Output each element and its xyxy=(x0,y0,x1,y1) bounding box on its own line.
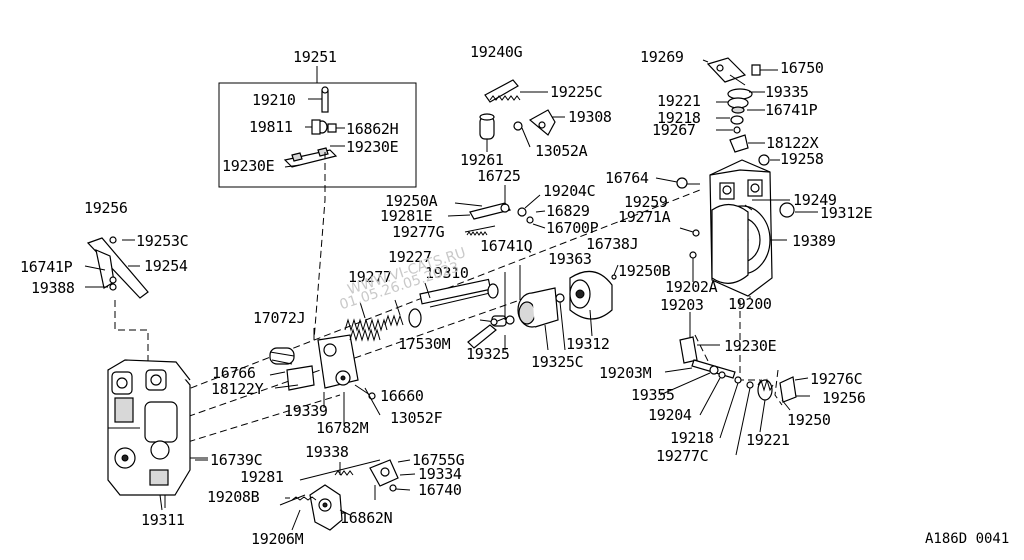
label-19389: 19389 xyxy=(792,232,836,250)
label-19200: 19200 xyxy=(728,295,772,313)
label-19204C: 19204C xyxy=(543,182,596,200)
part-19240G-assembly xyxy=(479,79,565,152)
label-19254: 19254 xyxy=(144,257,188,275)
label-13052A: 13052A xyxy=(535,142,588,160)
label-19256-b: 19256 xyxy=(822,389,866,407)
part-control-lever-assembly xyxy=(269,328,381,425)
part-19269-assembly xyxy=(702,57,778,153)
label-19250B: 19250B xyxy=(618,262,671,280)
label-19310: 19310 xyxy=(425,264,469,282)
label-19276C: 19276C xyxy=(810,370,863,388)
label-19355: 19355 xyxy=(631,386,675,404)
label-19221-a: 19221 xyxy=(657,92,701,110)
part-feed-pump-assembly xyxy=(491,264,619,351)
part-19203-lever-group xyxy=(659,312,810,456)
part-bracket-19254 xyxy=(84,236,149,299)
label-19221-b: 19221 xyxy=(746,431,790,449)
part-rod-17530M xyxy=(467,317,506,349)
label-19388: 19388 xyxy=(31,279,75,297)
label-16741P-a: 16741P xyxy=(765,101,818,119)
label-19208B: 19208B xyxy=(207,488,260,506)
label-18122Y: 18122Y xyxy=(211,380,264,398)
label-19338: 19338 xyxy=(305,443,349,461)
label-19230E-b: 19230E xyxy=(222,157,275,175)
label-19325C: 19325C xyxy=(531,353,584,371)
label-19311: 19311 xyxy=(141,511,185,529)
label-16764: 16764 xyxy=(605,169,649,187)
part-19338-assembly xyxy=(279,459,416,531)
label-19202A: 19202A xyxy=(665,278,718,296)
label-16862H: 16862H xyxy=(346,120,399,138)
label-19269: 19269 xyxy=(640,48,684,66)
label-19363: 19363 xyxy=(548,250,592,268)
label-19281: 19281 xyxy=(240,468,284,486)
label-13052F: 13052F xyxy=(390,409,443,427)
label-19225C: 19225C xyxy=(550,83,603,101)
part-arm-16725 xyxy=(447,185,546,236)
label-19277C: 19277C xyxy=(656,447,709,465)
label-19204: 19204 xyxy=(648,406,692,424)
label-19206M: 19206M xyxy=(251,530,304,548)
label-19227: 19227 xyxy=(388,248,432,266)
label-16700P: 16700P xyxy=(546,219,599,237)
label-19312E: 19312E xyxy=(820,204,873,222)
label-16738J: 16738J xyxy=(586,235,639,253)
label-16755G: 16755G xyxy=(412,451,465,469)
label-19281E: 19281E xyxy=(380,207,433,225)
label-16862N: 16862N xyxy=(340,509,393,527)
label-19249: 19249 xyxy=(793,191,837,209)
label-16750: 16750 xyxy=(780,59,824,77)
part-pump-housing-19311 xyxy=(107,359,208,508)
label-19230E-a: 19230E xyxy=(346,138,399,156)
label-16766: 16766 xyxy=(212,364,256,382)
label-16660: 16660 xyxy=(380,387,424,405)
label-19334: 19334 xyxy=(418,465,462,483)
label-19250A: 19250A xyxy=(385,192,438,210)
label-16739C: 16739C xyxy=(210,451,263,469)
label-19277G: 19277G xyxy=(392,223,445,241)
label-19230E-c: 19230E xyxy=(724,337,777,355)
label-16725: 16725 xyxy=(477,167,521,185)
label-19811: 19811 xyxy=(249,118,293,136)
label-16740: 16740 xyxy=(418,481,462,499)
label-17072J: 17072J xyxy=(253,309,306,327)
label-19325: 19325 xyxy=(466,345,510,363)
label-19258: 19258 xyxy=(780,150,824,168)
label-19210: 19210 xyxy=(252,91,296,109)
label-19308: 19308 xyxy=(568,108,612,126)
label-19256-a: 19256 xyxy=(84,199,128,217)
label-19253C: 19253C xyxy=(136,232,189,250)
label-16829: 16829 xyxy=(546,202,590,220)
label-16741Q: 16741Q xyxy=(480,237,533,255)
label-16741P-b: 16741P xyxy=(20,258,73,276)
label-19335: 19335 xyxy=(765,83,809,101)
label-19261: 19261 xyxy=(460,151,504,169)
label-19203M: 19203M xyxy=(599,364,652,382)
label-19240G: 19240G xyxy=(470,43,523,61)
label-19251: 19251 xyxy=(293,48,337,66)
label-19271A: 19271A xyxy=(618,208,671,226)
drawing-code: A186D 0041 xyxy=(925,531,1010,547)
label-16782M: 16782M xyxy=(316,419,369,437)
label-19277: 19277 xyxy=(348,268,392,286)
label-19218-a: 19218 xyxy=(657,109,701,127)
label-19312: 19312 xyxy=(566,335,610,353)
label-19339: 19339 xyxy=(284,402,328,420)
part-governor-cover-19200 xyxy=(655,154,818,298)
label-19218-b: 19218 xyxy=(670,429,714,447)
label-19267: 19267 xyxy=(652,121,696,139)
label-19203: 19203 xyxy=(660,296,704,314)
part-spring-set xyxy=(344,278,499,342)
label-19250: 19250 xyxy=(787,411,831,429)
label-18122X: 18122X xyxy=(766,134,819,152)
label-17530M: 17530M xyxy=(398,335,451,353)
label-19259: 19259 xyxy=(624,193,668,211)
